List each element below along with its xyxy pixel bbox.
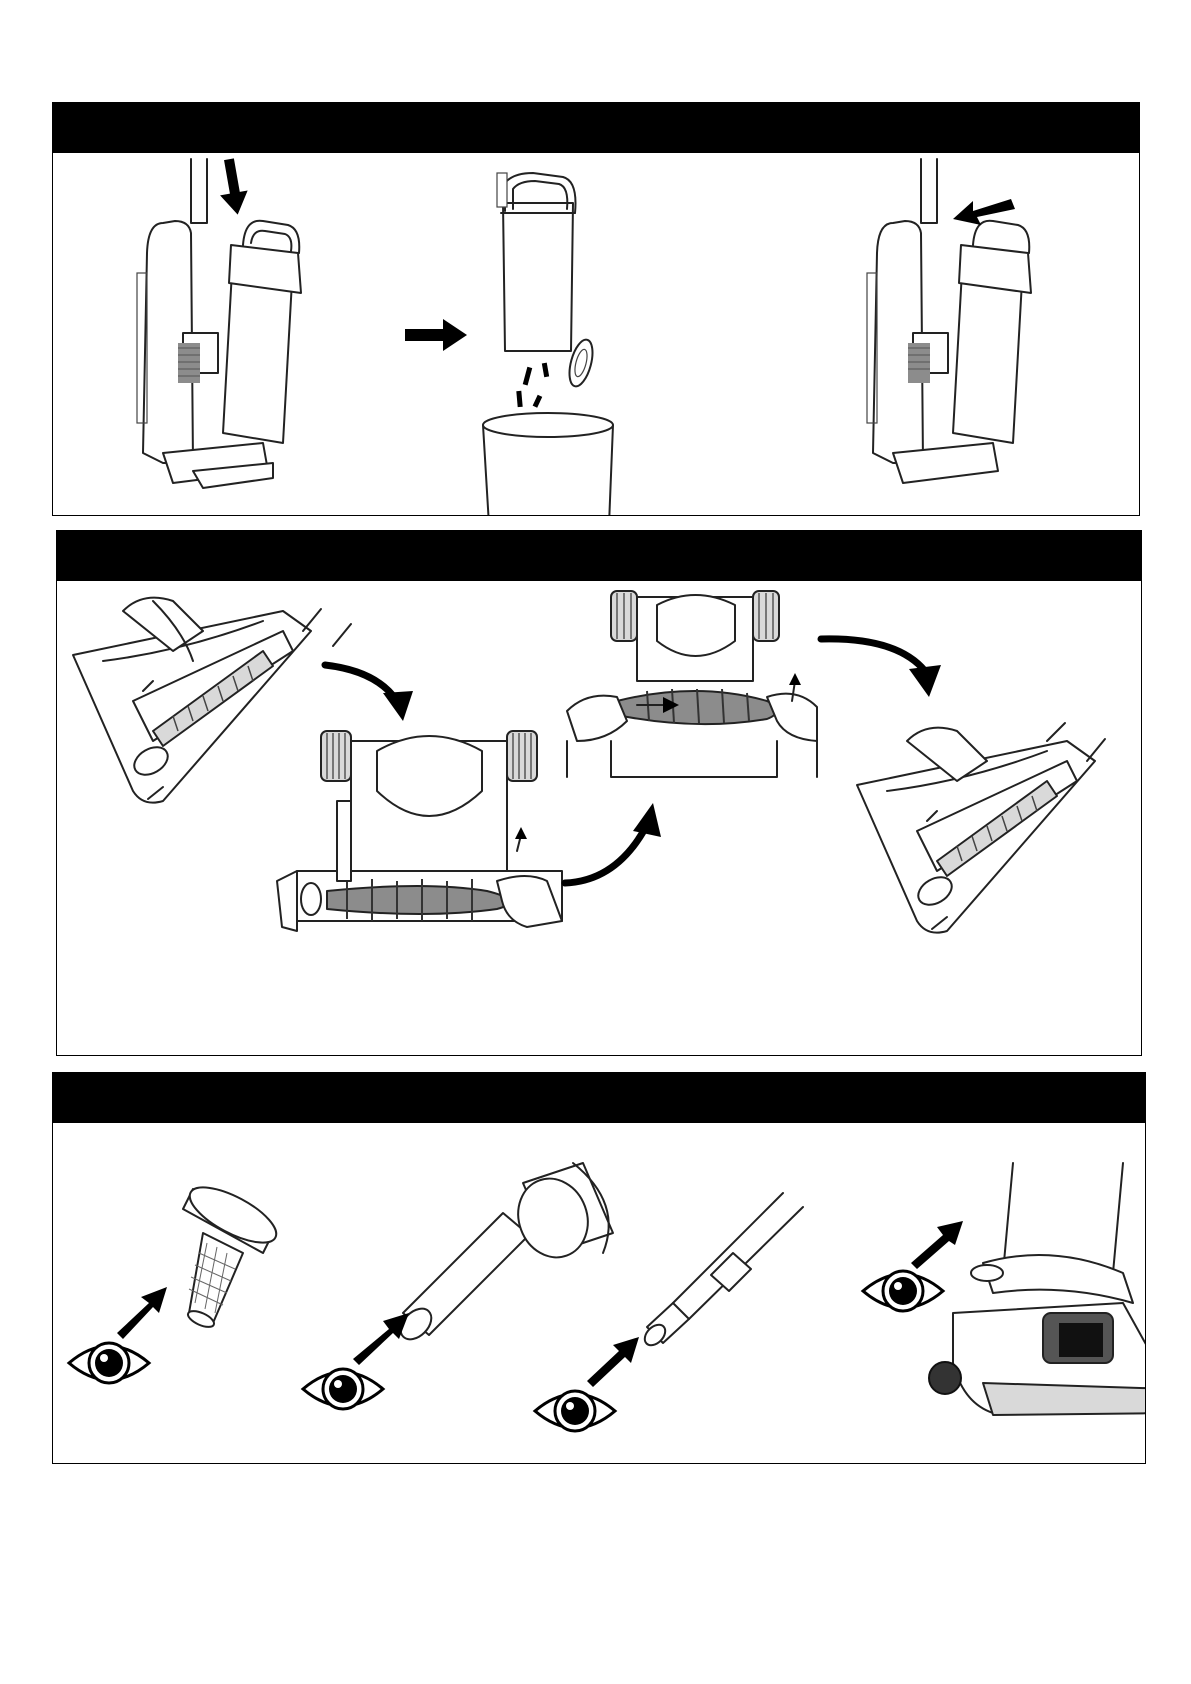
black-arrow-icon	[117, 1287, 167, 1339]
blockage-check-illustrations	[53, 1123, 1145, 1463]
eye-icon	[863, 1271, 943, 1311]
brush-bar-hands-illustration	[567, 591, 817, 777]
empty-container-illustration	[483, 173, 613, 515]
section-body	[53, 153, 1139, 515]
section-check-blockages	[52, 1072, 1146, 1464]
section-body	[57, 581, 1141, 1055]
black-arrow-icon	[353, 1313, 409, 1365]
section-empty-dust-container	[52, 102, 1140, 516]
extension-wand-illustration	[641, 1193, 803, 1349]
black-arrow-icon	[911, 1221, 963, 1269]
section-header	[53, 1073, 1145, 1123]
black-arrow-icon	[405, 319, 467, 351]
brush-bar-removal-illustration	[277, 731, 562, 931]
section-clean-brush-roll	[56, 530, 1142, 1056]
eye-icon	[303, 1369, 383, 1409]
eye-icon	[69, 1343, 149, 1383]
vacuum-upright-illustration	[137, 159, 301, 488]
black-arrow-icon	[214, 157, 251, 217]
brush-roll-illustrations	[57, 581, 1141, 1055]
cyclone-filter-illustration	[182, 1177, 284, 1331]
section-header	[53, 103, 1139, 153]
dust-container-illustrations	[53, 153, 1139, 515]
base-plate-refit-illustration	[857, 723, 1105, 933]
eye-icon	[535, 1391, 615, 1431]
base-plate-screws-illustration	[73, 598, 351, 803]
curved-arrow-icon	[565, 825, 647, 883]
hose-tube-illustration	[395, 1163, 613, 1345]
black-arrow-icon	[587, 1337, 639, 1387]
curved-arrow-icon	[821, 639, 925, 671]
section-header	[57, 531, 1141, 581]
section-body	[53, 1123, 1145, 1463]
vacuum-inlet-illustration	[929, 1163, 1145, 1415]
